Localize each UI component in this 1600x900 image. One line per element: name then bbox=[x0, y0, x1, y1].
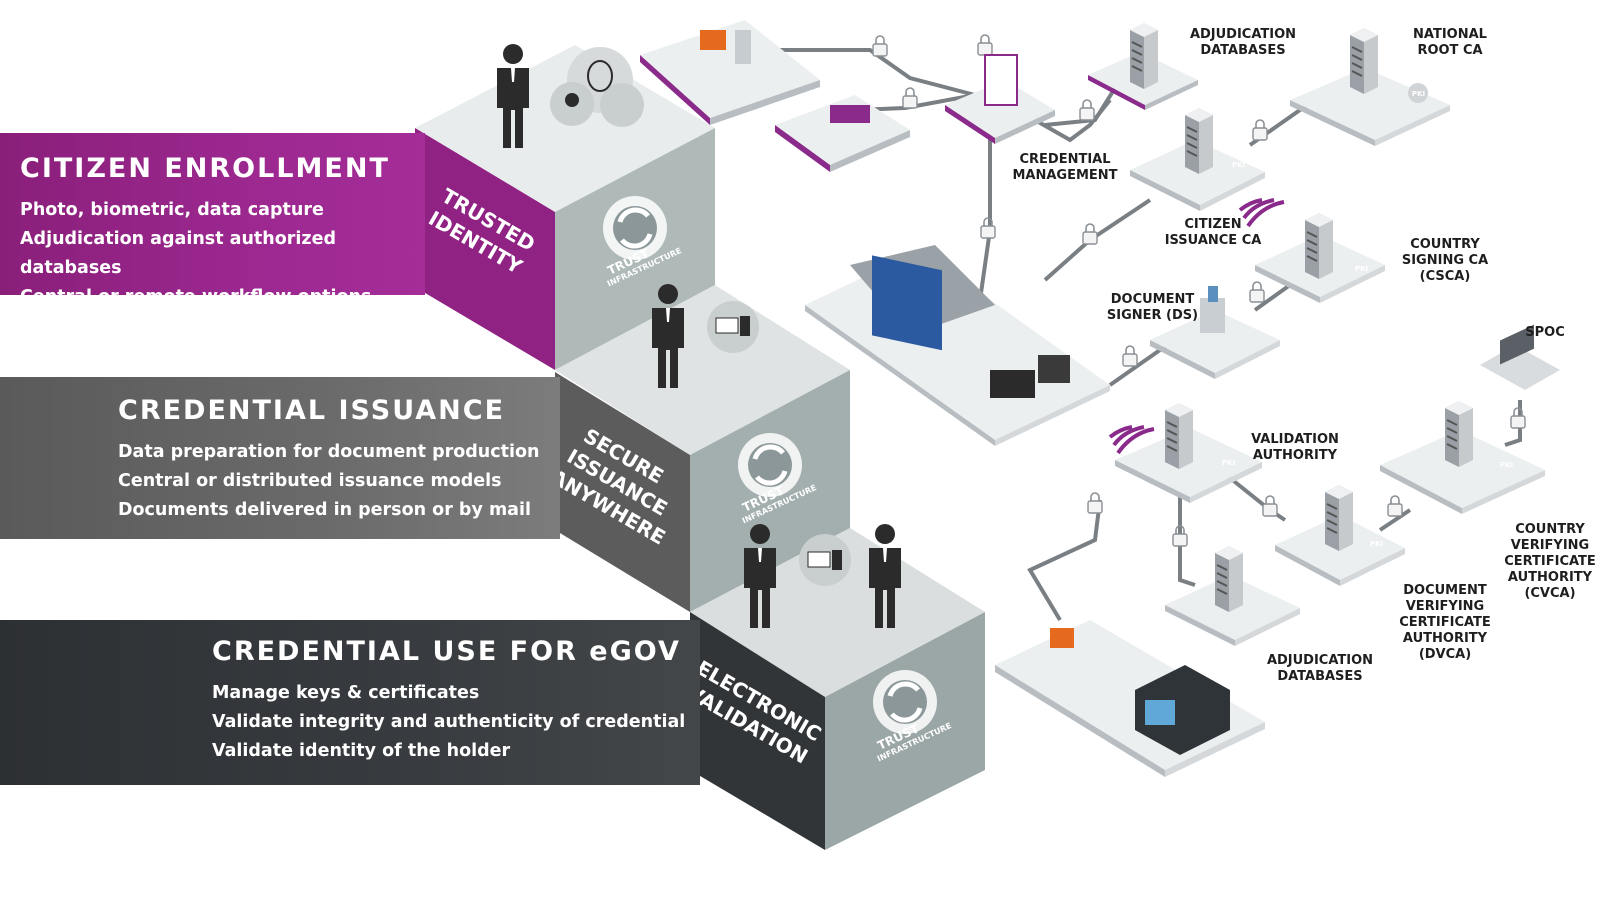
section-item: Central or remote workflow options bbox=[20, 287, 372, 307]
wireless-icon bbox=[1108, 198, 1285, 455]
svg-text:PKI: PKI bbox=[1412, 90, 1425, 98]
section-item: Documents delivered in person or by mail bbox=[118, 500, 531, 520]
pki-badges: PKI PKI PKI PKI PKI PKI bbox=[1222, 90, 1513, 548]
label-dvca: DOCUMENT VERIFYING CERTIFICATE AUTHORITY… bbox=[1399, 583, 1491, 662]
citizen-enrollment-band: CITIZEN ENROLLMENT Photo, biometric, dat… bbox=[0, 133, 425, 307]
section-title: CREDENTIAL USE FOR eGOV bbox=[212, 636, 681, 667]
label-credential-management: CREDENTIAL MANAGEMENT bbox=[1012, 152, 1118, 183]
section-item: Central or distributed issuance models bbox=[118, 471, 502, 491]
section-item: Photo, biometric, data capture bbox=[20, 200, 324, 220]
label-national-root-ca: NATIONAL ROOT CA bbox=[1413, 27, 1487, 58]
label-document-signer: DOCUMENT SIGNER (DS) bbox=[1106, 292, 1199, 323]
label-spoc: SPOC bbox=[1525, 325, 1565, 340]
label-adjudication-databases-bottom: ADJUDICATION DATABASES bbox=[1266, 653, 1374, 684]
section-title: CREDENTIAL ISSUANCE bbox=[118, 395, 506, 426]
svg-text:PKI: PKI bbox=[1232, 161, 1245, 169]
label-validation-authority: VALIDATION AUTHORITY bbox=[1251, 432, 1339, 463]
label-adjudication-databases-top: ADJUDICATION DATABASES bbox=[1189, 27, 1297, 58]
section-items: Photo, biometric, data capture Adjudicat… bbox=[20, 196, 425, 312]
section-items: Manage keys & certificates Validate inte… bbox=[212, 679, 685, 766]
section-item: Validate identity of the holder bbox=[212, 741, 511, 761]
trust-logo-1 bbox=[603, 196, 667, 260]
section-items: Data preparation for document production… bbox=[118, 438, 540, 525]
label-citizen-issuance-ca: CITIZEN ISSUANCE CA bbox=[1164, 217, 1262, 248]
credential-exchange-bubble bbox=[799, 534, 851, 586]
trust-logo-2 bbox=[738, 433, 802, 497]
section-item: Manage keys & certificates bbox=[212, 683, 480, 703]
section-title: CITIZEN ENROLLMENT bbox=[20, 153, 390, 184]
trust-logo-3 bbox=[873, 670, 937, 734]
section-item: Adjudication against authorized database… bbox=[20, 229, 336, 278]
id-card-bubble bbox=[707, 301, 759, 353]
section-item: Data preparation for document production bbox=[118, 442, 540, 462]
credential-issuance-band: CREDENTIAL ISSUANCE Data preparation for… bbox=[0, 377, 560, 539]
svg-text:PKI: PKI bbox=[1222, 459, 1235, 467]
network-platforms bbox=[640, 20, 1560, 777]
biometric-capture-icon bbox=[550, 47, 644, 127]
label-csca: COUNTRY SIGNING CA (CSCA) bbox=[1401, 237, 1489, 284]
credential-use-band: CREDENTIAL USE FOR eGOV Manage keys & ce… bbox=[0, 620, 700, 785]
svg-text:PKI: PKI bbox=[1370, 540, 1383, 548]
svg-text:PKI: PKI bbox=[1500, 461, 1513, 469]
label-cvca: COUNTRY VERIFYING CERTIFICATE AUTHORITY … bbox=[1504, 522, 1596, 601]
section-item: Validate integrity and authenticity of c… bbox=[212, 712, 686, 732]
svg-text:PKI: PKI bbox=[1355, 265, 1368, 273]
